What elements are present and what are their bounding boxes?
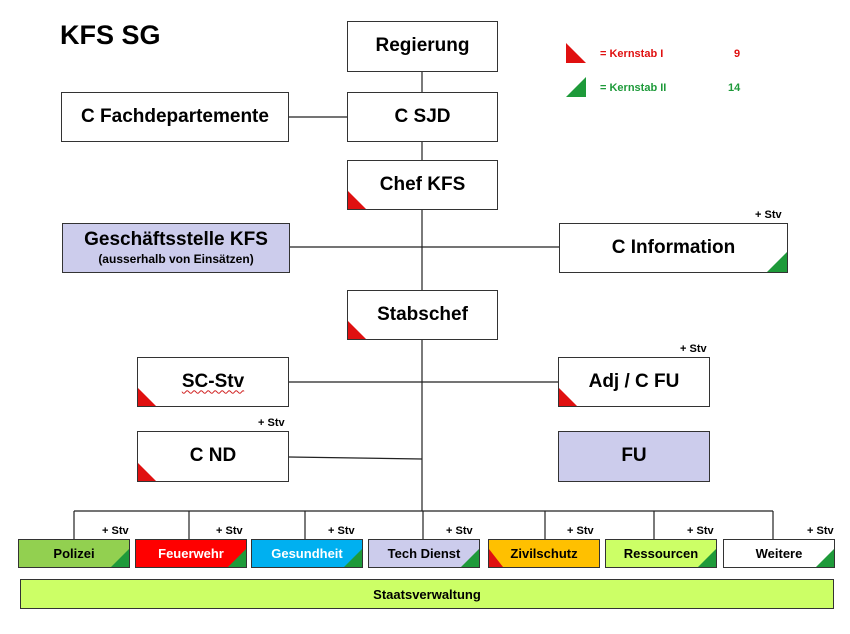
footer-label: Staatsverwaltung (373, 586, 481, 602)
kernstab1-triangle-icon (559, 388, 577, 406)
footer-staatsverwaltung: Staatsverwaltung (20, 579, 834, 609)
dept-box-weitere: Weitere (723, 539, 835, 568)
dept-label: Polizei (53, 546, 95, 561)
dept-label: Feuerwehr (158, 546, 224, 561)
box-fu-label: FU (621, 445, 647, 467)
kernstab2-triangle-icon (344, 549, 362, 567)
box-c-nd: C ND (137, 431, 289, 482)
stv-label-dept: + Stv (687, 525, 714, 537)
box-sc-stv: SC-Stv (137, 357, 289, 407)
box-geschaeftsstelle-sublabel: (ausserhalb von Einsätzen) (98, 251, 254, 266)
legend-red-triangle-icon (566, 43, 586, 63)
stv-label-dept: + Stv (102, 525, 129, 537)
kernstab2-triangle-icon (767, 252, 787, 272)
stv-label-c-nd: + Stv (258, 417, 285, 429)
box-stabschef-label: Stabschef (377, 303, 468, 325)
kernstab2-triangle-icon (111, 549, 129, 567)
legend-kernstab1-label: = Kernstab I (600, 48, 664, 60)
dept-box-tech-dienst: Tech Dienst (368, 539, 480, 568)
box-c-information-label: C Information (611, 236, 736, 258)
box-c-information: C Information (559, 223, 788, 273)
box-c-sjd: C SJD (347, 92, 498, 142)
box-chef-kfs-label: Chef KFS (379, 173, 466, 195)
stv-label-dept: + Stv (567, 525, 594, 537)
dept-label: Weitere (755, 546, 803, 561)
box-regierung-label: Regierung (375, 35, 470, 57)
dept-box-feuerwehr: Feuerwehr (135, 539, 247, 568)
kernstab1-triangle-icon (138, 388, 156, 406)
legend-kernstab2-label: = Kernstab II (600, 82, 667, 94)
legend-kernstab1-count: 9 (734, 48, 741, 60)
stv-label-dept: + Stv (446, 525, 473, 537)
kernstab2-triangle-icon (228, 549, 246, 567)
legend-kernstab2-count: 14 (728, 82, 741, 94)
stv-label-dept: + Stv (216, 525, 243, 537)
kernstab1-triangle-icon (138, 463, 156, 481)
box-stabschef: Stabschef (347, 290, 498, 340)
stv-label-dept: + Stv (328, 525, 355, 537)
box-fu: FU (558, 431, 710, 482)
stv-label-adj-c-fu: + Stv (680, 343, 707, 355)
dept-label: Ressourcen (623, 546, 699, 561)
dept-box-polizei: Polizei (18, 539, 130, 568)
box-chef-kfs: Chef KFS (347, 160, 498, 210)
page-title: KFS SG (60, 20, 161, 50)
box-fachdepartemente-label: C Fachdepartemente (81, 105, 269, 127)
box-sc-stv-label: SC-Stv (181, 370, 245, 392)
box-c-sjd-label: C SJD (394, 105, 451, 127)
dept-box-gesundheit: Gesundheit (251, 539, 363, 568)
box-adj-c-fu-label: Adj / C FU (588, 370, 680, 392)
kernstab1-triangle-icon (348, 191, 366, 209)
kernstab2-triangle-icon (698, 549, 716, 567)
dept-box-ressourcen: Ressourcen (605, 539, 717, 568)
stv-label-dept: + Stv (807, 525, 834, 537)
legend-green-triangle-icon (566, 77, 586, 97)
kernstab2-triangle-icon (461, 549, 479, 567)
dept-label: Zivilschutz (510, 546, 578, 561)
box-fachdepartemente: C Fachdepartemente (61, 92, 289, 142)
dept-box-zivilschutz: Zivilschutz (488, 539, 600, 568)
box-geschaeftsstelle-label: Geschäftsstelle KFS (84, 228, 268, 250)
box-c-nd-label: C ND (189, 445, 237, 467)
stv-label-c-information: + Stv (755, 209, 782, 221)
kernstab1-triangle-icon (348, 321, 366, 339)
dept-label: Tech Dienst (387, 546, 461, 561)
box-adj-c-fu: Adj / C FU (558, 357, 710, 407)
box-regierung: Regierung (347, 21, 498, 72)
kernstab2-triangle-icon (816, 549, 834, 567)
dept-label: Gesundheit (271, 546, 343, 561)
kernstab1-triangle-icon (489, 549, 503, 567)
box-geschaeftsstelle: Geschäftsstelle KFS (ausserhalb von Eins… (62, 223, 290, 273)
